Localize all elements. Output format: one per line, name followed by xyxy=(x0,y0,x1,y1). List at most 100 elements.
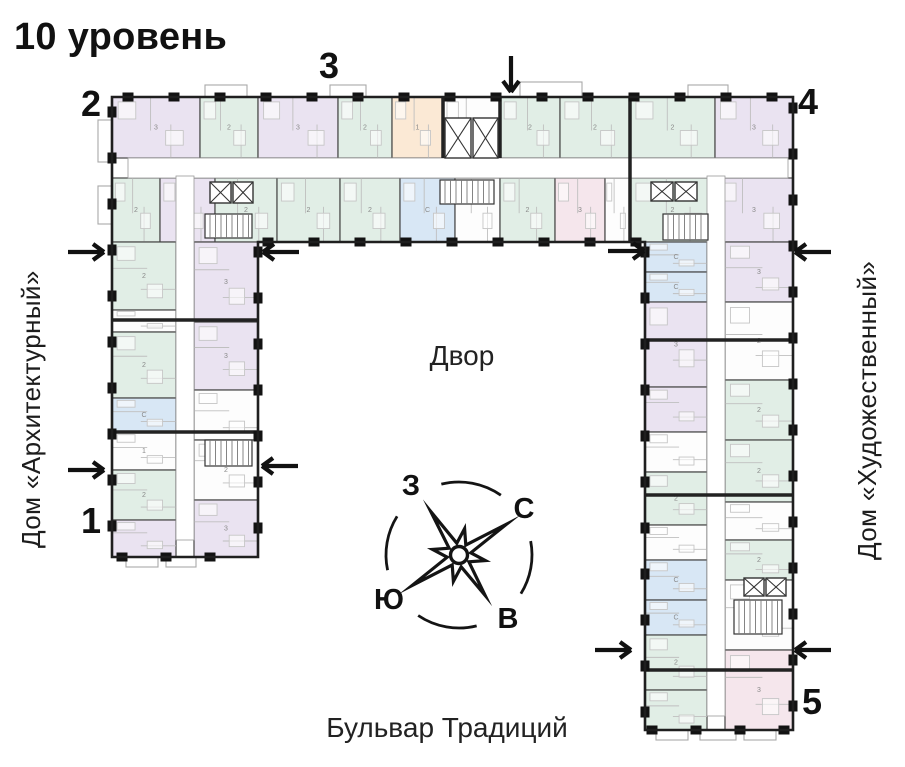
direction-arrow xyxy=(501,56,521,94)
svg-text:3: 3 xyxy=(752,125,756,132)
courtyard-label: Двор xyxy=(429,340,495,371)
svg-text:С: С xyxy=(673,254,678,261)
apartment-unit: 1 xyxy=(111,431,177,471)
apartment-unit: С xyxy=(644,271,708,303)
apartment-unit xyxy=(724,501,794,541)
corridor xyxy=(175,175,195,541)
direction-arrow xyxy=(68,460,106,480)
apartment-unit: 2 xyxy=(724,439,794,503)
svg-text:2: 2 xyxy=(142,492,146,499)
staircase xyxy=(204,439,253,467)
balcony xyxy=(204,84,248,98)
balcony xyxy=(743,729,777,741)
apartment-unit: 2 xyxy=(276,177,341,243)
compass-label-south: Ю xyxy=(374,584,404,616)
svg-text:2: 2 xyxy=(227,125,231,132)
svg-text:2: 2 xyxy=(307,207,311,214)
compass-label-west: З xyxy=(401,470,421,502)
direction-arrow xyxy=(261,242,299,262)
svg-text:С: С xyxy=(141,412,146,419)
svg-text:3: 3 xyxy=(224,353,228,360)
apartment-unit xyxy=(604,177,631,243)
svg-text:2: 2 xyxy=(674,496,678,503)
apartment-unit: 2 xyxy=(499,96,561,159)
apartment-unit: 3 xyxy=(193,241,259,323)
svg-text:2: 2 xyxy=(526,207,530,214)
balcony xyxy=(655,729,689,741)
apartment-unit: 3 xyxy=(111,96,201,159)
svg-text:2: 2 xyxy=(528,125,532,132)
svg-text:1: 1 xyxy=(142,448,146,455)
svg-text:3: 3 xyxy=(296,125,300,132)
apartment-unit: 2 xyxy=(644,634,708,691)
svg-text:2: 2 xyxy=(368,207,372,214)
apartment-unit: 2 xyxy=(499,177,556,243)
apartment-unit: 3 xyxy=(644,301,708,388)
direction-arrow xyxy=(260,456,298,476)
house-name-left: Дом «Архитектурный» xyxy=(16,270,46,548)
entrance-number-1: 1 xyxy=(80,500,102,541)
entrance-number-4: 4 xyxy=(797,81,819,122)
direction-arrow xyxy=(608,241,646,261)
balcony xyxy=(125,556,159,568)
street-label: Бульвар Традиций xyxy=(326,712,568,743)
svg-text:2: 2 xyxy=(224,467,228,474)
apartment-unit xyxy=(644,431,708,473)
apartment-unit: 3 xyxy=(193,499,259,558)
apartment-unit xyxy=(644,386,708,433)
svg-text:3: 3 xyxy=(224,279,228,286)
apartment-unit: 2 xyxy=(111,177,161,243)
svg-text:1: 1 xyxy=(416,125,420,132)
apartment-unit: 3 xyxy=(724,649,794,731)
apartment-unit: 2 xyxy=(724,379,794,441)
direction-arrow xyxy=(793,640,831,660)
apartment-unit: 3 xyxy=(554,177,606,243)
staircase xyxy=(662,213,709,241)
apartment-unit: 3 xyxy=(257,96,339,159)
balcony xyxy=(699,729,737,741)
compass-label-north: С xyxy=(513,493,535,525)
entrance-number-5: 5 xyxy=(801,681,823,722)
elevator-shaft xyxy=(674,181,698,202)
corridor xyxy=(706,175,726,717)
svg-text:2: 2 xyxy=(671,125,675,132)
direction-arrow xyxy=(793,242,831,262)
corridor xyxy=(127,157,789,179)
apartment-unit: 3 xyxy=(193,321,259,391)
building-outline xyxy=(110,95,795,732)
svg-text:2: 2 xyxy=(244,207,248,214)
staircase xyxy=(439,179,495,205)
elevator-shaft xyxy=(743,577,765,597)
house-name-right: Дом «Художественный» xyxy=(852,260,882,560)
svg-text:2: 2 xyxy=(757,468,761,475)
apartment-unit: 2 xyxy=(199,96,259,159)
svg-text:2: 2 xyxy=(593,125,597,132)
page-title: 10 уровень xyxy=(14,16,228,58)
apartment-unit: С xyxy=(644,559,708,601)
apartment-unit: 2 xyxy=(111,331,177,399)
apartment-unit: С xyxy=(644,599,708,636)
svg-text:2: 2 xyxy=(142,362,146,369)
svg-text:2: 2 xyxy=(757,407,761,414)
apartment-unit: 2 xyxy=(559,96,631,159)
apartment-unit: 3 xyxy=(714,177,794,243)
apartment-unit: 2 xyxy=(339,177,401,243)
svg-text:С: С xyxy=(673,615,678,622)
staircase xyxy=(733,599,783,635)
svg-text:С: С xyxy=(673,577,678,584)
elevator-shaft xyxy=(232,181,254,204)
svg-text:2: 2 xyxy=(674,660,678,667)
elevator-shaft xyxy=(209,181,232,204)
svg-text:С: С xyxy=(673,284,678,291)
compass-label-east: В xyxy=(497,603,519,635)
elevator-shaft xyxy=(472,117,499,159)
svg-text:3: 3 xyxy=(154,125,158,132)
direction-arrow xyxy=(595,640,633,660)
compass-center xyxy=(448,544,470,566)
apartment-unit: 3 xyxy=(714,96,794,159)
apartment-unit: 2 xyxy=(111,241,177,311)
apartment-unit: С xyxy=(644,241,708,273)
svg-text:2: 2 xyxy=(142,273,146,280)
apartment-unit: 2 xyxy=(629,96,716,159)
